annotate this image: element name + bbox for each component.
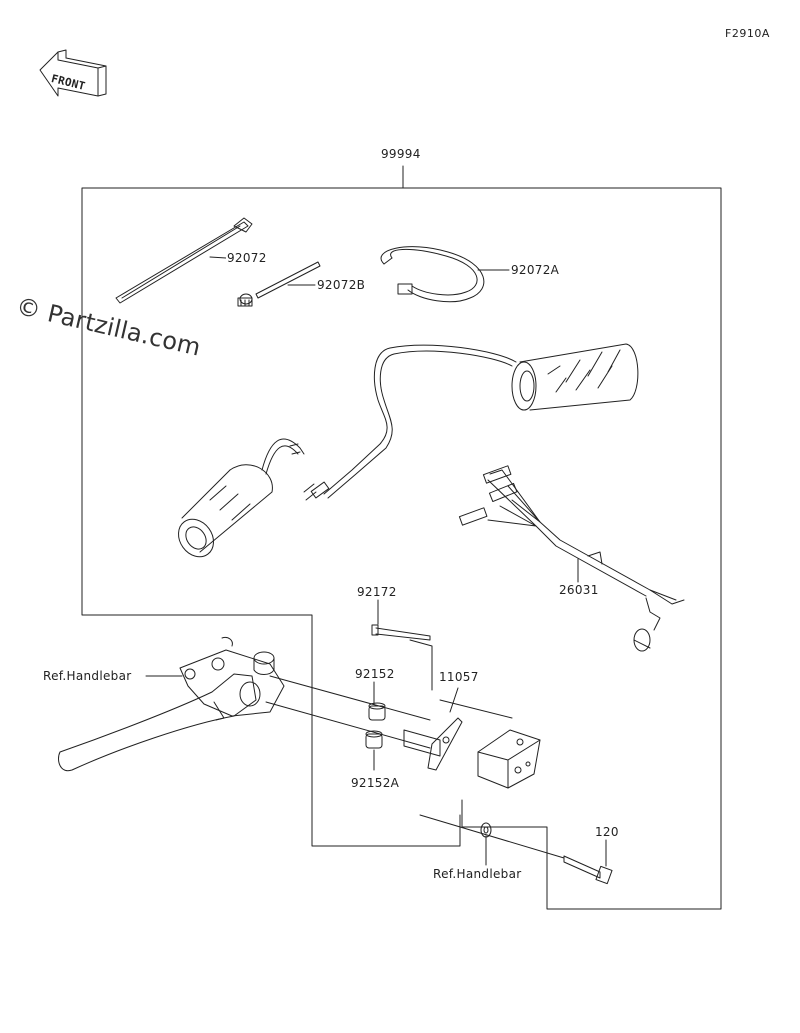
cable-tie-mount [237, 261, 321, 307]
cable-tie-long [115, 217, 253, 304]
cable-tie-loop [380, 246, 485, 303]
callout-92072b: 92072B [316, 278, 367, 292]
clutch-lever [58, 637, 285, 772]
callout-92152: 92152 [354, 667, 396, 681]
callout-92172: 92172 [356, 585, 398, 599]
callout-ref-handlebar-right: Ref.Handlebar [432, 867, 523, 881]
callout-26031: 26031 [558, 583, 600, 597]
left-heated-grip [178, 438, 305, 558]
callout-92072a: 92072A [510, 263, 561, 277]
collar [368, 702, 386, 721]
figure-id-label: F2910A [724, 27, 771, 40]
right-heated-grip [303, 343, 639, 501]
bolt [563, 855, 613, 885]
callout-92152a: 92152A [350, 776, 401, 790]
screw [371, 624, 431, 641]
callout-11057: 11057 [438, 670, 480, 684]
callout-ref-handlebar-left: Ref.Handlebar [42, 669, 133, 683]
callout-120: 120 [594, 825, 620, 839]
wiring-harness [458, 465, 685, 652]
kit-bracket-line [81, 165, 722, 910]
callout-92072: 92072 [226, 251, 268, 265]
switch-housing [427, 717, 541, 789]
front-arrow-icon [39, 49, 107, 97]
callout-99994: 99994 [380, 147, 422, 161]
collar-a [365, 730, 383, 749]
